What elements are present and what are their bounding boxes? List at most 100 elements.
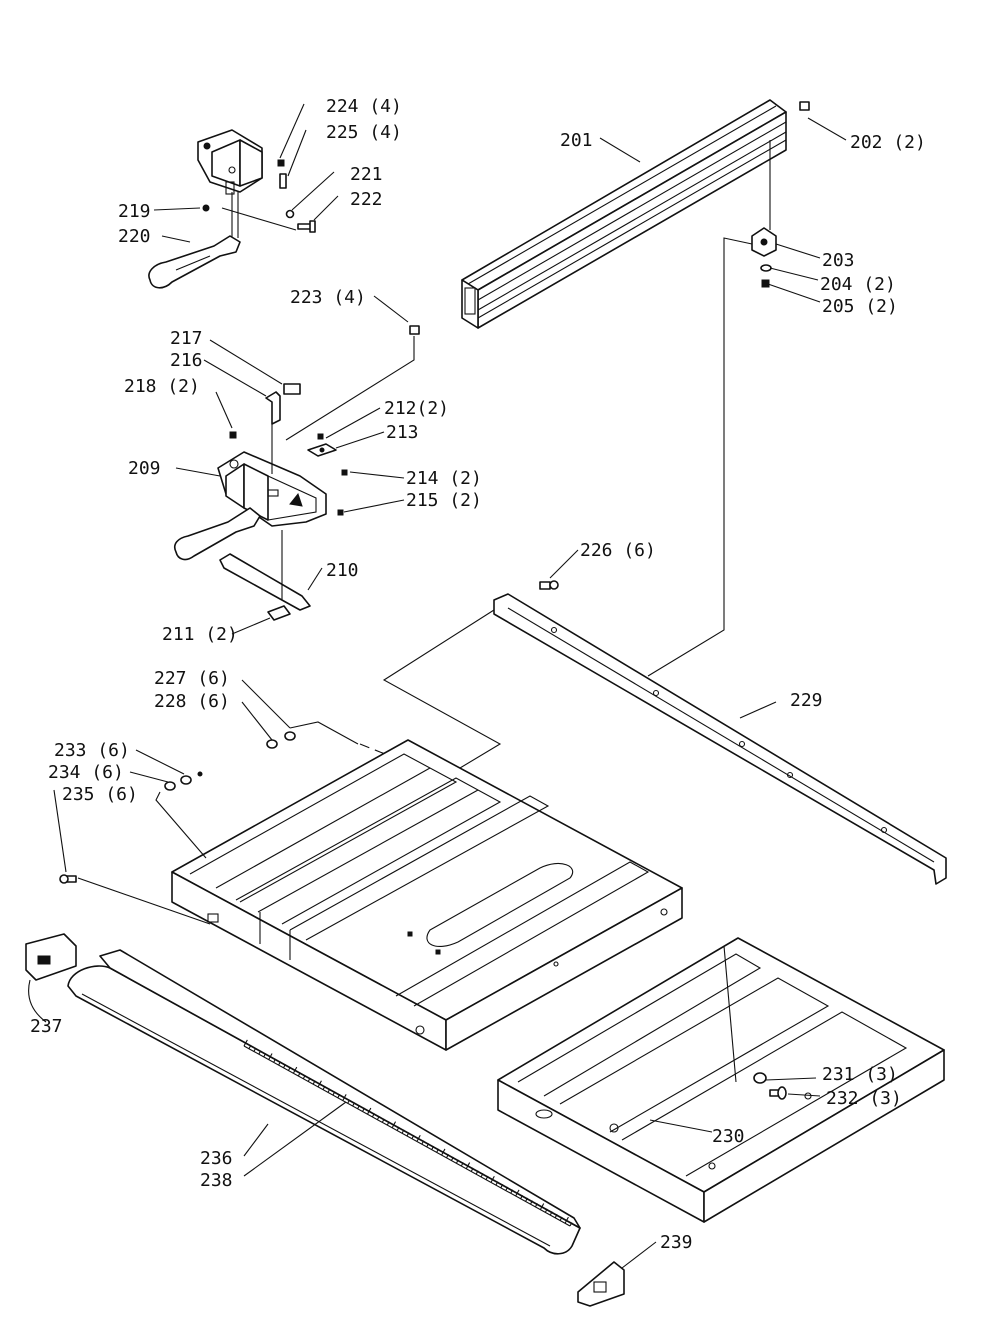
scale-tick <box>371 1113 375 1118</box>
label-222: 222 <box>350 189 383 210</box>
part-203-bracket <box>751 227 777 257</box>
part-209-handle <box>173 507 261 561</box>
part-222-bolt <box>297 220 316 233</box>
part-225-screw <box>279 173 287 189</box>
label-225: 225 (4) <box>326 122 402 143</box>
part-221-washer <box>285 209 295 219</box>
scale-tick <box>480 1173 484 1178</box>
part-labels: 201 202 (2) 203 204 (2) 205 (2) 224 (4) … <box>30 96 926 1253</box>
scale-tick <box>475 1170 479 1175</box>
scale-tick <box>490 1175 495 1183</box>
part-230-extension-wing <box>497 937 945 1223</box>
part-218-screw <box>229 431 237 439</box>
scale-tick <box>337 1094 341 1099</box>
part-237-end-cap <box>25 933 77 981</box>
label-233: 233 (6) <box>54 740 130 761</box>
scale-tick <box>322 1085 326 1090</box>
label-239: 239 <box>660 1232 693 1253</box>
scale-tick <box>292 1066 298 1074</box>
label-221: 221 <box>350 164 383 185</box>
label-205: 205 (2) <box>822 296 898 317</box>
part-238-scale <box>243 1039 573 1227</box>
scale-tick <box>357 1104 361 1109</box>
part-214-screw <box>341 469 348 476</box>
scale-tick <box>268 1053 273 1060</box>
scale-tick <box>302 1074 306 1079</box>
scale-tick <box>278 1061 281 1066</box>
label-238: 238 <box>200 1170 233 1191</box>
scale-tick <box>362 1107 365 1112</box>
scale-tick <box>381 1118 385 1123</box>
label-237: 237 <box>30 1016 63 1037</box>
part-239-end-cap <box>577 1261 625 1307</box>
label-232: 232 (3) <box>826 1088 902 1109</box>
scale-tick <box>431 1145 435 1150</box>
part-227-washer <box>284 731 296 741</box>
scale-tick <box>283 1064 286 1069</box>
scale-tick <box>396 1126 400 1131</box>
label-216: 216 <box>170 350 203 371</box>
part-226-screw <box>539 580 559 590</box>
label-223: 223 (4) <box>290 287 366 308</box>
label-210: 210 <box>326 560 359 581</box>
part-202-nut <box>799 101 810 111</box>
scale-tick <box>332 1091 336 1096</box>
label-231: 231 (3) <box>822 1064 898 1085</box>
scale-tick <box>549 1211 553 1216</box>
scale-tick <box>307 1077 311 1082</box>
scale-tick <box>485 1175 489 1180</box>
scale-tick <box>515 1189 520 1197</box>
part-234-nut <box>164 781 176 791</box>
part-224-screw <box>277 159 285 167</box>
label-227: 227 (6) <box>154 668 230 689</box>
part-211-pad <box>267 605 291 621</box>
scale-tick <box>317 1080 322 1088</box>
scale-tick <box>297 1072 301 1077</box>
scale-tick <box>253 1047 257 1052</box>
part-216-clip <box>265 391 281 425</box>
part-215-screw <box>337 509 344 516</box>
leader-lines <box>28 103 847 1269</box>
scale-tick <box>505 1186 509 1191</box>
scale-tick <box>391 1121 397 1129</box>
scale-tick <box>564 1216 569 1224</box>
scale-tick <box>436 1148 440 1153</box>
part-204-washer <box>760 264 772 272</box>
scale-tick <box>569 1222 573 1227</box>
label-224: 224 (4) <box>326 96 402 117</box>
part-229-rear-rail <box>493 593 947 885</box>
scale-tick <box>426 1143 430 1148</box>
part-210-bar <box>219 553 311 611</box>
scale-tick <box>401 1129 405 1134</box>
label-229: 229 <box>790 690 823 711</box>
scale-tick <box>470 1167 474 1172</box>
label-220: 220 <box>118 226 151 247</box>
scale-tick <box>248 1044 252 1049</box>
part-228-nut <box>266 739 278 749</box>
part-201-fence-bar <box>461 99 787 329</box>
label-215: 215 (2) <box>406 490 482 511</box>
part-234-washer <box>180 775 192 785</box>
part-213-plate <box>307 443 337 457</box>
label-217: 217 <box>170 328 203 349</box>
scale-tick <box>554 1214 558 1219</box>
label-209: 209 <box>128 458 161 479</box>
part-232-bolt <box>769 1086 787 1100</box>
scale-tick <box>416 1135 421 1142</box>
scale-tick <box>520 1194 524 1199</box>
part-223-nut <box>409 325 420 335</box>
scale-tick <box>287 1066 291 1071</box>
part-236-front-rail <box>67 949 581 1255</box>
label-212: 212(2) <box>384 398 449 419</box>
scale-tick <box>465 1162 471 1169</box>
scale-tick <box>450 1156 454 1161</box>
part-212-screw <box>317 433 324 440</box>
scale-tick <box>455 1159 459 1164</box>
label-230: 230 <box>712 1126 745 1147</box>
part-233-screw <box>197 771 203 777</box>
scale-tick <box>342 1094 347 1101</box>
scale-tick <box>347 1099 351 1104</box>
scale-tick <box>460 1162 464 1167</box>
scale-tick <box>534 1203 538 1208</box>
